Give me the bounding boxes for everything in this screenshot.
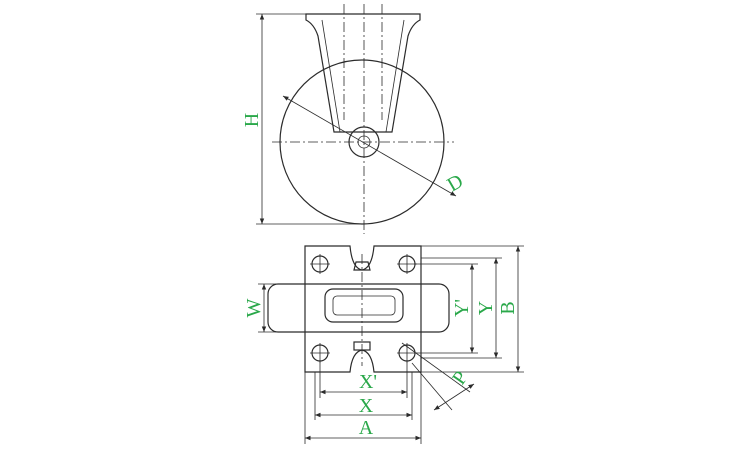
yprime-label: Y': [451, 299, 473, 317]
a-label: A: [359, 417, 374, 439]
p-dimension-line: [433, 383, 475, 411]
bolt-hole-top-left: [310, 254, 330, 274]
bolt-hole-bottom-right: [397, 343, 417, 363]
p-leader-1: [401, 342, 471, 393]
y-label: Y: [475, 301, 497, 315]
center-slot: [324, 288, 404, 323]
bolt-hole-top-right: [397, 254, 417, 274]
center-slot-inner: [332, 295, 396, 316]
p-leader-2: [411, 362, 453, 411]
d-dimension-line: [282, 95, 457, 197]
top-plate: [305, 13, 421, 133]
top-view: W Y' Y B X' X A P: [243, 245, 524, 444]
p-label: P: [448, 367, 472, 389]
side-view: H D: [241, 4, 467, 234]
w-label: W: [243, 298, 265, 317]
x-label: X: [359, 395, 374, 417]
top-nut: [353, 261, 371, 271]
d-label: D: [444, 170, 468, 196]
b-label: B: [497, 301, 519, 314]
wheel-plan: [267, 283, 450, 333]
h-label: H: [241, 113, 263, 127]
xprime-label: X': [359, 371, 377, 393]
bolt-hole-bottom-left: [310, 343, 330, 363]
